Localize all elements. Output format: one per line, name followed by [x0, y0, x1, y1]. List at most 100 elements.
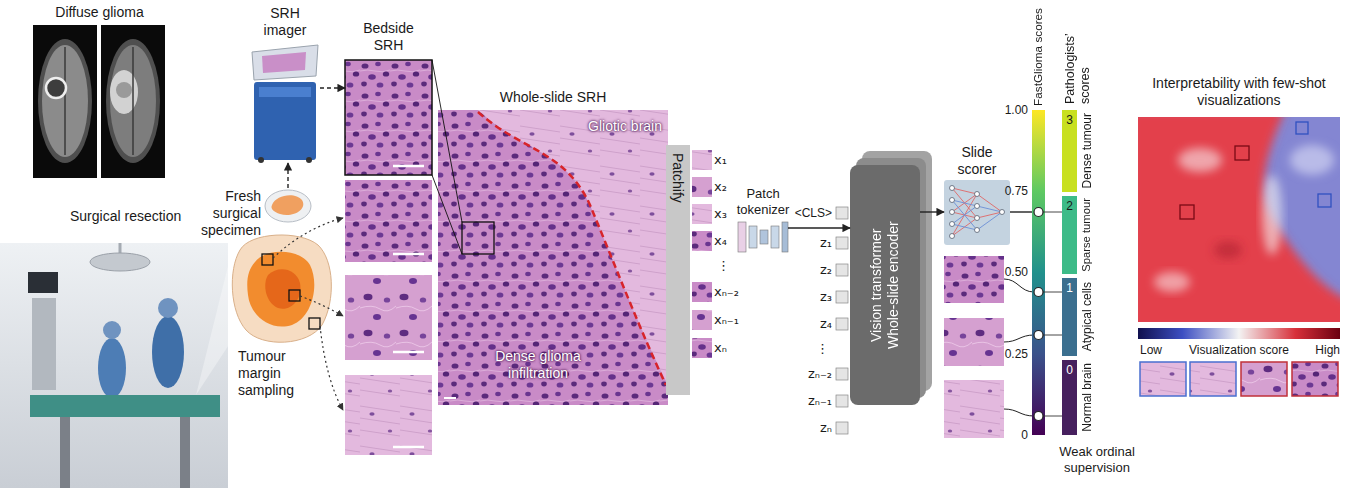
score-band: 0Normal brain — [1062, 360, 1098, 435]
step-label: Patch tokenizer — [728, 186, 798, 217]
tumour-core — [265, 269, 300, 309]
score-marker — [1034, 412, 1043, 421]
tokenizer-icon: Patch tokenizer — [738, 222, 788, 252]
token-cube — [836, 291, 848, 303]
brain-tissue — [42, 45, 88, 157]
ellipsis: ⋮ — [816, 341, 829, 357]
patch-token — [692, 204, 712, 224]
step-label: Slide scorer — [947, 144, 1007, 178]
score-number: 1 — [1062, 281, 1077, 295]
midline — [64, 47, 66, 155]
scale-bar — [393, 253, 424, 256]
example-box — [1235, 146, 1249, 160]
patch-token — [692, 338, 712, 358]
operating-table — [30, 395, 220, 417]
embedding-label: zₙ — [820, 420, 832, 436]
heatmap: Interpretability with few-shot visualiza… — [1138, 117, 1340, 322]
connector-arrow — [287, 163, 288, 188]
example-patch — [944, 380, 1004, 438]
network-unit — [950, 186, 955, 191]
example-box — [1318, 194, 1331, 207]
example-box — [1180, 205, 1194, 219]
token-cube — [836, 368, 848, 380]
imager-cart — [254, 82, 316, 160]
heatmap-blob — [1262, 175, 1282, 255]
class-token-label: <CLS> — [795, 206, 832, 220]
patch-token — [692, 282, 712, 302]
heatmap-blob — [1178, 148, 1222, 172]
surgeon-head — [103, 321, 121, 339]
enhancing-lesion — [46, 78, 66, 98]
visualization-colorbar — [1138, 328, 1340, 339]
embedding-label: z₂ — [820, 262, 832, 278]
operating-room-photo — [0, 243, 228, 488]
score-band: 1Atypical cells — [1062, 278, 1098, 356]
table-leg — [180, 417, 190, 488]
embedding-label: z₃ — [820, 289, 832, 305]
zoom-box — [462, 222, 494, 254]
network-unit — [975, 204, 980, 209]
example-thumbnail — [1190, 362, 1236, 396]
mri-slice — [33, 25, 97, 178]
patch-token — [692, 150, 712, 170]
network-units — [950, 186, 1005, 239]
example-thumbnail — [1140, 362, 1186, 396]
conv-layer — [749, 226, 757, 248]
axis-title: FastGlioma scores — [1031, 8, 1045, 106]
token-cubes — [836, 207, 848, 434]
score-band: 2Sparse tumour — [1062, 196, 1098, 274]
panel-title: Tumour margin sampling — [238, 348, 318, 398]
connector-arrow — [920, 211, 944, 212]
panel-title: Surgical resection — [70, 208, 181, 225]
score-marker — [1034, 288, 1043, 297]
patch-token-label: x₄ — [714, 233, 727, 249]
axis-title: Pathologists’ scores — [1063, 4, 1093, 104]
patchify-bar — [666, 145, 690, 395]
gliotic-region — [478, 110, 668, 385]
patch-token — [692, 177, 712, 197]
whole-slide-image — [438, 110, 668, 405]
operating-room: Surgical resection — [0, 243, 228, 488]
tumour-boundary — [478, 112, 666, 385]
patch-token-label: xₙ₋₂ — [714, 284, 739, 300]
tick-label: 1.00 — [1005, 103, 1028, 117]
embedding-label: zₙ₋₁ — [808, 393, 832, 409]
score-band: 3Dense tumour — [1062, 110, 1098, 192]
transformer-block: Vision transformer Whole-slide encoder — [850, 165, 920, 405]
table-leg — [60, 417, 70, 488]
sampling-arrow — [300, 296, 343, 316]
wheel — [306, 157, 312, 163]
score-leader — [1004, 279, 1034, 292]
srh-patch — [345, 60, 432, 175]
srh-patch — [345, 180, 432, 262]
token-cube — [836, 395, 848, 407]
score-number: 0 — [1062, 363, 1077, 377]
patch-token-label: xₙ — [714, 340, 727, 356]
tick-label: 0 — [1021, 428, 1028, 442]
scale-bar — [444, 397, 456, 399]
network-edges — [952, 200, 1002, 230]
network-unit — [975, 228, 980, 233]
tumour-sketch — [247, 252, 314, 327]
ellipsis: ⋮ — [717, 258, 730, 274]
tumour-sketch: Tumour margin sampling — [230, 232, 332, 344]
tick-label: 0.25 — [1005, 347, 1028, 361]
example-box — [1296, 122, 1308, 134]
panel-title: Interpretability with few-shot visualiza… — [1152, 75, 1327, 109]
step-label: Patchify — [670, 153, 687, 203]
specimen-dish: Fresh surgical specimen — [265, 188, 311, 224]
panel-title: Whole-slide SRH — [453, 89, 653, 106]
imager-screen — [252, 45, 318, 80]
scale-bar — [393, 446, 424, 449]
score-colorbar: FastGlioma scores — [1032, 110, 1045, 435]
sampling-arrow — [273, 218, 343, 258]
srh-patch — [345, 275, 432, 360]
flair-signal — [110, 70, 138, 114]
heatmap-high-region — [1138, 117, 1340, 322]
mri-slice — [101, 25, 165, 178]
srh-image: Bedside SRH — [345, 60, 432, 175]
surgeon — [98, 338, 126, 398]
score-marker — [1034, 208, 1043, 217]
token-cube — [836, 422, 848, 434]
